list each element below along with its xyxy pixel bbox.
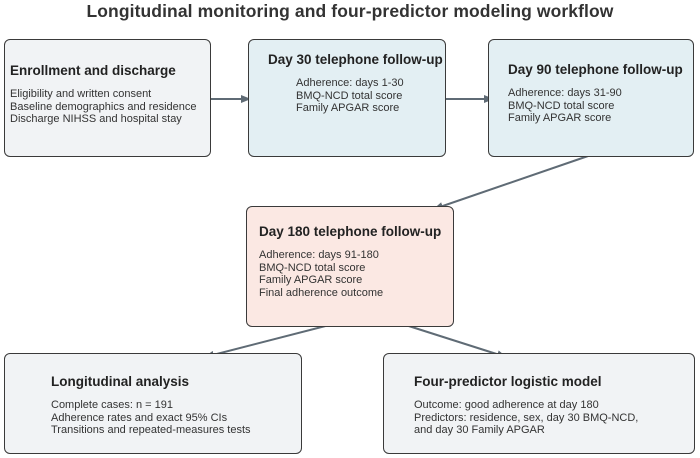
longitudinal-analysis-title: Longitudinal analysis [51, 374, 190, 389]
day90-title: Day 90 telephone follow-up [508, 62, 683, 77]
day30-line: BMQ-NCD total score [296, 89, 403, 102]
day30-line: Family APGAR score [296, 102, 400, 114]
enrollment-line: Eligibility and written consent [10, 88, 152, 100]
logistic-model-line: Outcome: good adherence at day 180 [414, 399, 599, 411]
day180-line: Final adherence outcome [259, 286, 384, 299]
diagram-title: Longitudinal monitoring and four-predict… [86, 1, 614, 21]
day180-line: Adherence: days 91-180 [259, 249, 379, 261]
day180-title: Day 180 telephone follow-up [259, 224, 442, 239]
day180-line: Family APGAR score [259, 274, 363, 286]
arrow-day90-to-day180 [433, 154, 592, 210]
logistic-model-title: Four-predictor logistic model [414, 374, 602, 389]
logistic-model-line: Predictors: residence, sex, day 30 BMQ-N… [414, 411, 639, 424]
day180-line: BMQ-NCD total score [259, 261, 366, 274]
logistic-model-box: Four-predictor logistic model Outcome: g… [383, 353, 695, 454]
longitudinal-analysis-box: Longitudinal analysis Complete cases: n … [4, 353, 302, 454]
enrollment-title: Enrollment and discharge [10, 63, 176, 78]
day90-line: Adherence: days 31-90 [508, 87, 622, 99]
day30-box: Day 30 telephone follow-up Adherence: da… [248, 39, 446, 157]
day180-box: Day 180 telephone follow-up Adherence: d… [246, 206, 454, 327]
arrow-day180-to-longitudinal [204, 320, 346, 359]
enrollment-line: Baseline demographics and residence [10, 100, 197, 113]
day30-title: Day 30 telephone follow-up [268, 52, 443, 67]
enrollment-box: Enrollment and discharge Eligibility and… [4, 39, 211, 157]
longitudinal-analysis-line: Transitions and repeated-measures tests [51, 424, 251, 436]
logistic-model-line: and day 30 Family APGAR [414, 424, 545, 436]
longitudinal-analysis-line: Adherence rates and exact 95% CIs [51, 411, 228, 424]
longitudinal-analysis-line: Complete cases: n = 191 [51, 399, 173, 411]
day90-box: Day 90 telephone follow-up Adherence: da… [488, 39, 694, 157]
enrollment-line: Discharge NIHSS and hospital stay [10, 113, 182, 125]
arrow-day180-to-logistic [392, 320, 507, 359]
day30-line: Adherence: days 1-30 [296, 77, 404, 89]
day90-line: Family APGAR score [508, 112, 612, 124]
day90-line: BMQ-NCD total score [508, 99, 615, 112]
